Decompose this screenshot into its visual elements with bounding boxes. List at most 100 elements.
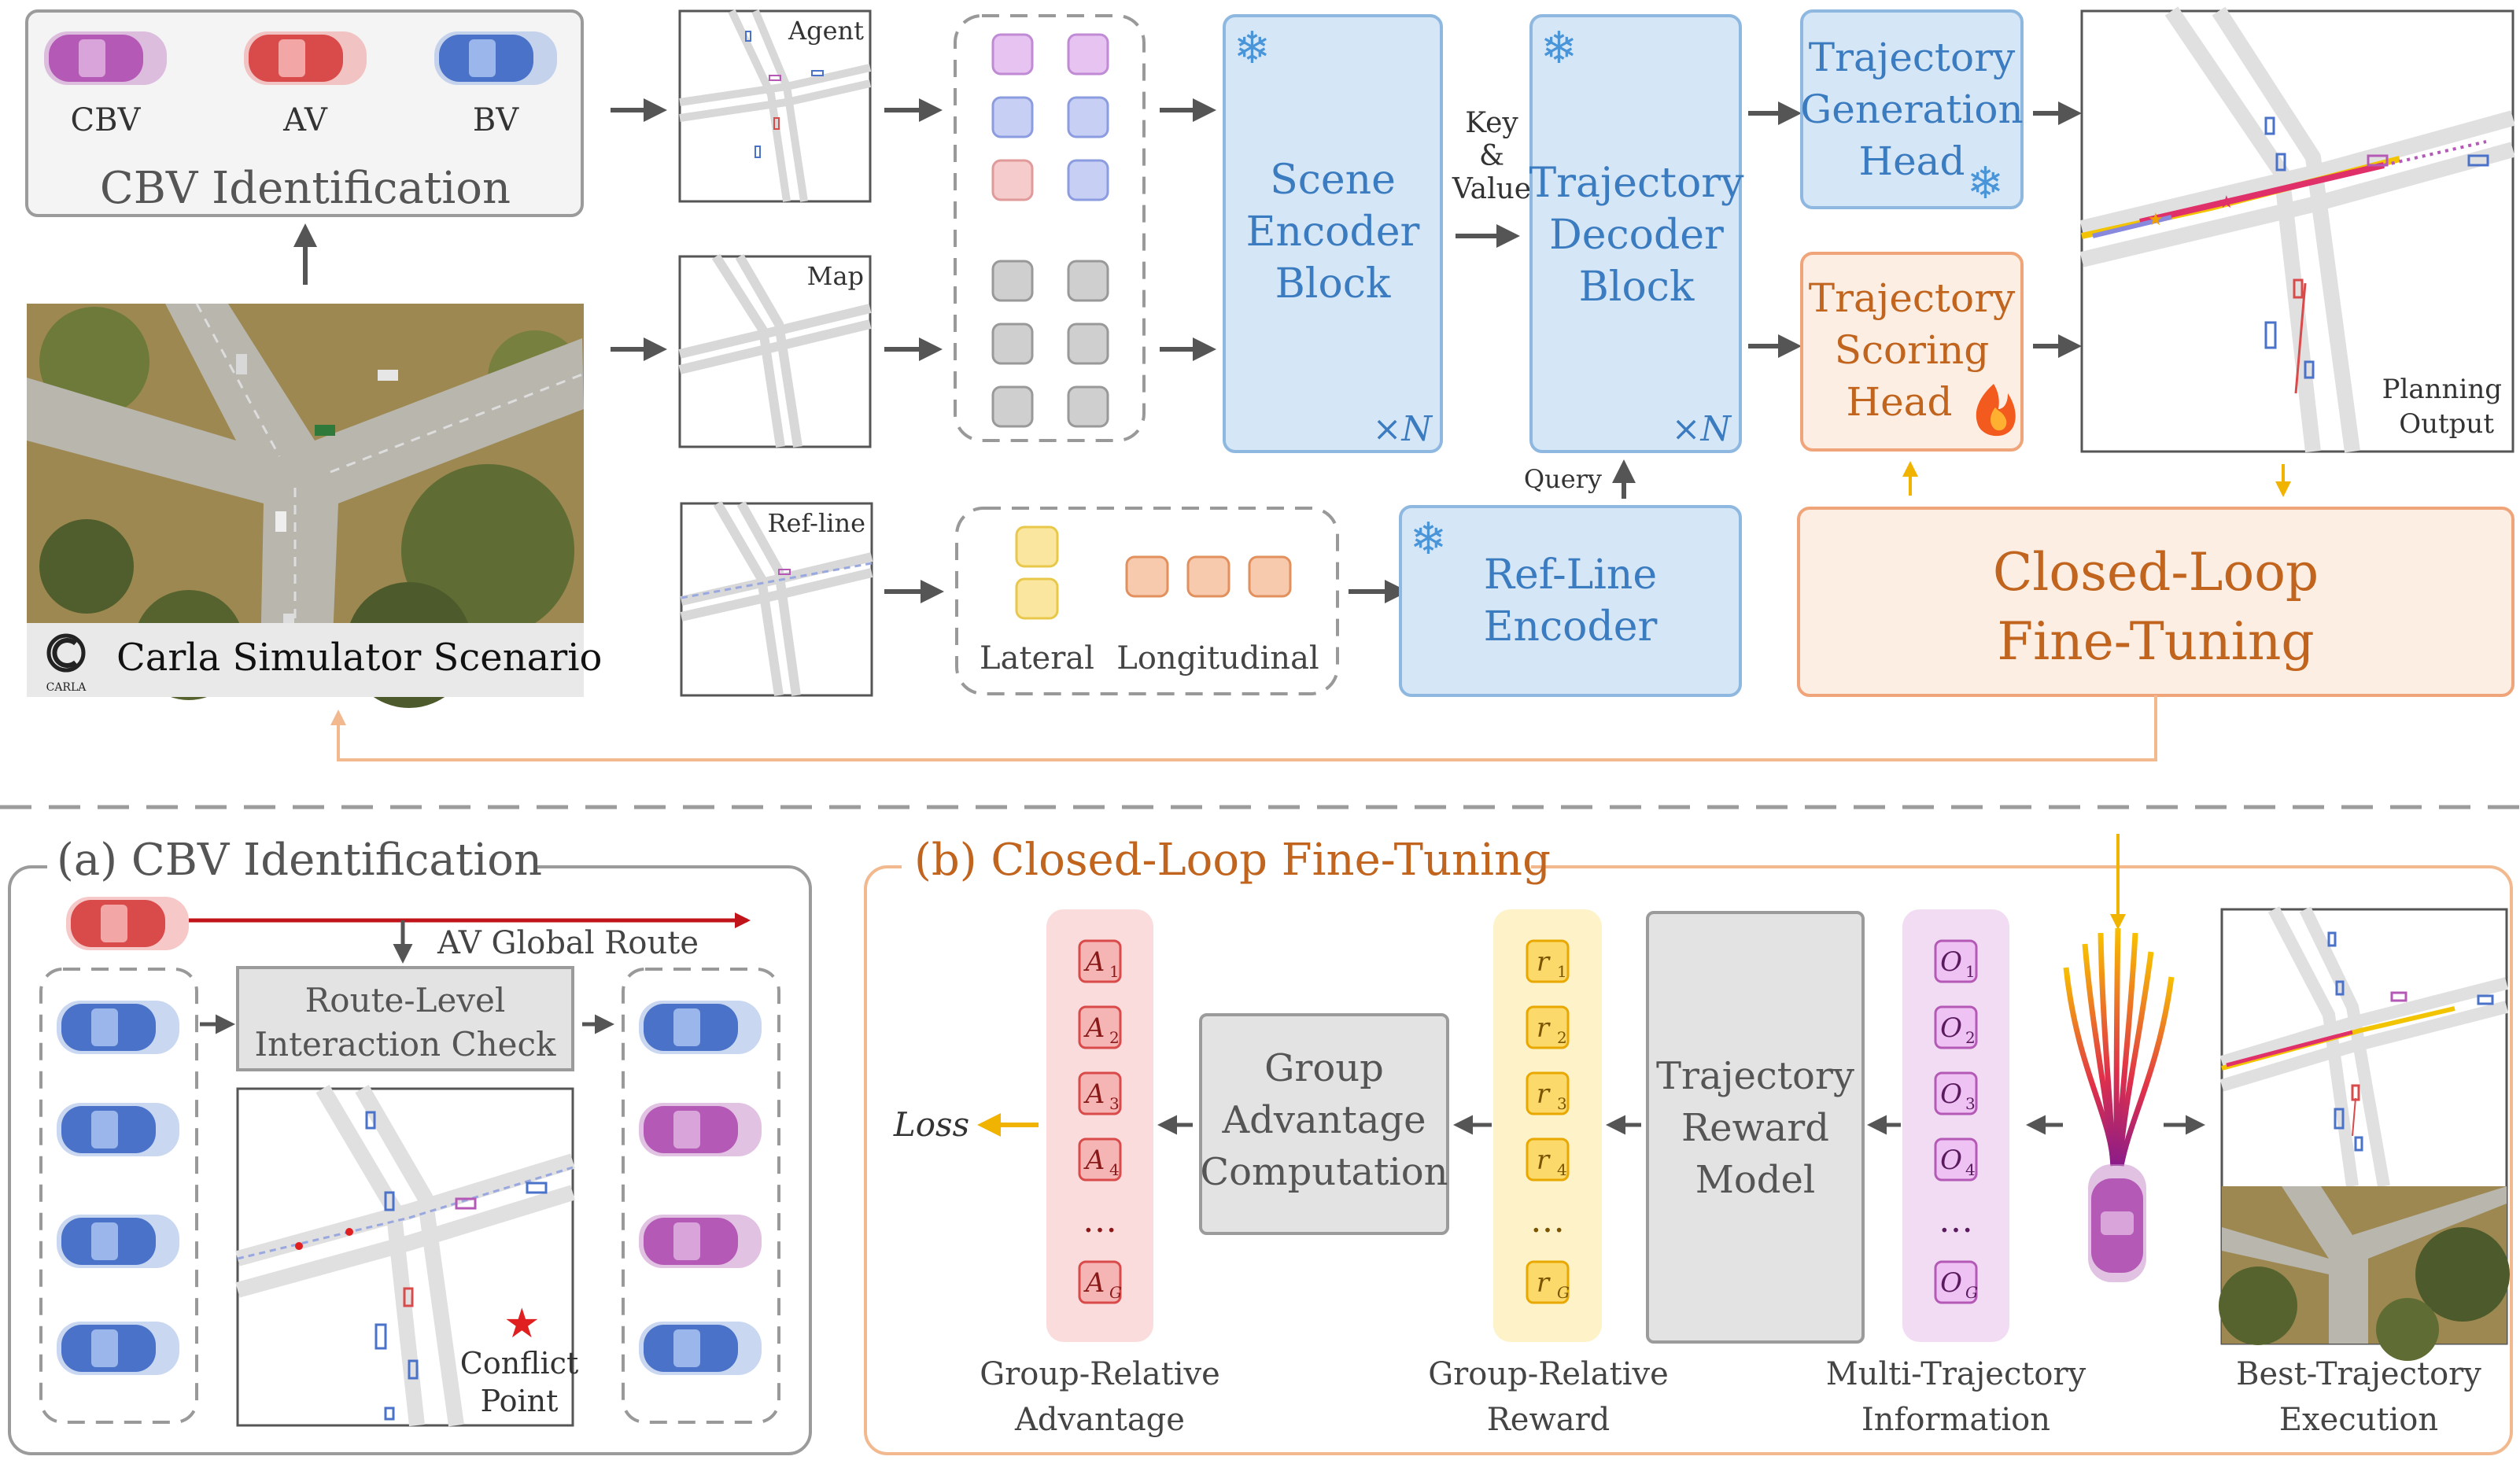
svg-text:4: 4 <box>1109 1160 1120 1179</box>
group-advantage-computation-box: Group Advantage Computation <box>1199 1013 1449 1235</box>
score-head-line1: Trajectory <box>1809 275 2016 321</box>
refline-thumbnail: Ref-line <box>680 500 873 697</box>
advantage-caption-2: Advantage <box>1014 1402 1185 1438</box>
cbv-car-icon <box>2088 1164 2146 1282</box>
svg-text:Trajectory: Trajectory <box>1656 1054 1854 1098</box>
best-caption-1: Best-Trajectory <box>2236 1356 2481 1392</box>
carla-scenario-image: CARLA Carla Simulator Scenario <box>27 303 602 708</box>
svg-text:Model: Model <box>1695 1158 1816 1202</box>
refline-encoder: ❄ Ref-Line Encoder <box>1399 505 1742 697</box>
panel-a-cbv-identification: (a) CBV Identification AV Global Route <box>8 835 812 1455</box>
snowflake-icon: ❄ <box>1540 23 1577 74</box>
conflict-line2: Point <box>481 1384 559 1418</box>
svg-text:O: O <box>1940 1012 1962 1044</box>
svg-text:1: 1 <box>1965 962 1976 981</box>
gen-head-line2: Generation <box>1800 87 2023 132</box>
svg-text:A: A <box>1083 946 1105 978</box>
svg-text:1: 1 <box>1557 962 1567 981</box>
bv-car-icon <box>57 1215 179 1268</box>
lateral-label: Lateral <box>980 640 1094 677</box>
closed-loop-finetuning-box: Closed-Loop Fine-Tuning <box>1797 507 2514 697</box>
svg-text:A: A <box>1083 1012 1105 1044</box>
svg-text:3: 3 <box>1109 1094 1120 1113</box>
svg-text:G: G <box>1965 1283 1978 1302</box>
trajectory-decoder-block: ❄ Trajectory Decoder Block ×N <box>1529 14 1745 453</box>
svg-text:2: 2 <box>1557 1028 1567 1047</box>
svg-text:4: 4 <box>1557 1160 1567 1179</box>
traj-decoder-line3: Block <box>1579 264 1695 311</box>
bv-car-icon <box>57 1322 179 1375</box>
fire-icon <box>1976 384 2016 437</box>
cbv-car-icon <box>44 31 167 85</box>
reward-caption-2: Reward <box>1487 1402 1611 1438</box>
scene-encoder-repeat: ×N <box>1373 409 1433 449</box>
reward-ellipsis: … <box>1530 1200 1565 1241</box>
info-ellipsis: … <box>1939 1200 1973 1241</box>
refline-token-group: Lateral Longitudinal <box>955 507 1339 695</box>
svg-text:r: r <box>1537 1145 1551 1176</box>
key-value-label: Key & Value <box>1452 107 1531 205</box>
svg-text:O: O <box>1940 1078 1962 1110</box>
traj-decoder-line1: Trajectory <box>1529 160 1745 207</box>
carla-logo-icon: CARLA <box>46 633 87 694</box>
cbv-identification-box: CBV AV BV CBV Identification <box>25 9 584 217</box>
svg-text:1: 1 <box>1109 962 1120 981</box>
map-label: Map <box>807 261 864 291</box>
closed-loop-line2: Fine-Tuning <box>1997 611 2314 672</box>
scene-encoder-line2: Encoder <box>1246 208 1420 256</box>
longitudinal-label: Longitudinal <box>1116 640 1319 677</box>
svg-text:r: r <box>1537 946 1551 978</box>
map-thumbnail: Map <box>678 253 872 448</box>
bv-label: BV <box>473 102 519 138</box>
star-icon: ★ <box>504 1300 541 1348</box>
trajectory-scoring-head: Trajectory Scoring Head <box>1800 252 2024 452</box>
svg-text:A: A <box>1083 1145 1105 1176</box>
traj-decoder-line2: Decoder <box>1549 212 1724 259</box>
check-line2: Interaction Check <box>254 1025 556 1064</box>
snowflake-icon: ❄ <box>1967 158 2004 209</box>
svg-text:G: G <box>1109 1283 1122 1302</box>
trajectory-fan-icon <box>2063 927 2175 1167</box>
cbv-label: CBV <box>71 102 142 138</box>
star-icon: ★ <box>2148 210 2164 230</box>
svg-text:3: 3 <box>1557 1094 1567 1113</box>
av-car-icon <box>66 897 189 950</box>
planning-output-line2: Output <box>2399 408 2494 440</box>
refline-label: Ref-line <box>767 508 865 538</box>
query-label: Query <box>1524 464 1602 494</box>
panel-a-title: (a) CBV Identification <box>57 835 542 886</box>
closed-loop-line1: Closed-Loop <box>1993 542 2319 603</box>
carla-logo-text: CARLA <box>46 681 87 694</box>
panel-b-title: (b) Closed-Loop Fine-Tuning <box>914 835 1551 886</box>
agent-thumbnail: Agent <box>678 9 872 203</box>
svg-text:4: 4 <box>1965 1160 1976 1179</box>
av-label: AV <box>282 102 328 138</box>
agent-label: Agent <box>788 16 864 46</box>
av-car-icon <box>244 31 367 85</box>
snowflake-icon: ❄ <box>1234 23 1271 74</box>
route-label: AV Global Route <box>437 925 699 961</box>
svg-text:A: A <box>1083 1267 1105 1299</box>
gen-head-line3: Head <box>1858 138 1965 184</box>
refline-encoder-line1: Ref-Line <box>1484 551 1657 599</box>
info-caption-2: Information <box>1861 1402 2050 1438</box>
score-head-line3: Head <box>1846 379 1952 425</box>
bv-car-icon <box>57 1001 179 1054</box>
svg-text:Group: Group <box>1264 1046 1384 1090</box>
score-head-line2: Scoring <box>1835 327 1989 373</box>
svg-text:G: G <box>1557 1283 1570 1302</box>
svg-text:&: & <box>1479 140 1504 172</box>
conflict-line1: Conflict <box>460 1346 578 1381</box>
